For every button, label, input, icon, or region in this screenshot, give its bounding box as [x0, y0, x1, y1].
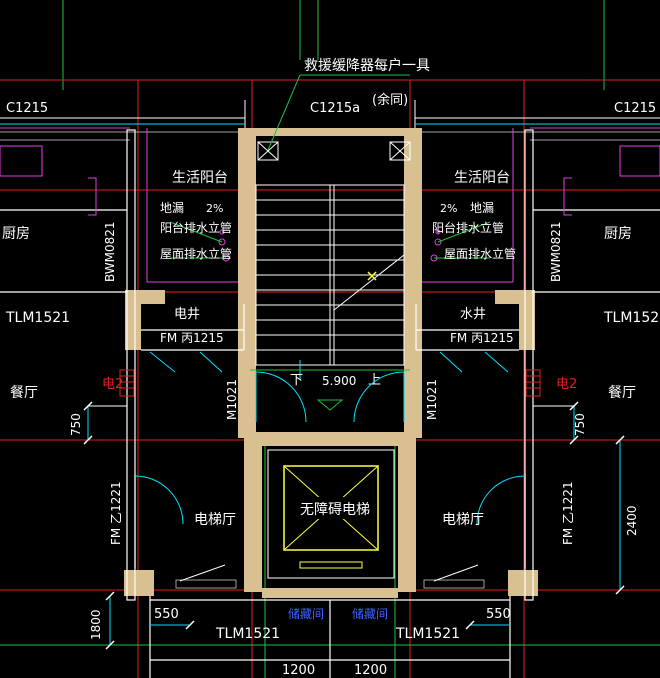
dining-label-left: 餐厅: [10, 385, 38, 401]
window-label-left: C1215: [6, 101, 48, 116]
tlm-bottom-left: TLM1521: [215, 626, 280, 642]
top-dimension-strip: [0, 100, 660, 141]
balcony-label-left: 生活阳台: [172, 170, 228, 186]
fm-label-left: FM 丙1215: [160, 331, 224, 345]
tlm-label-left: TLM1521: [5, 310, 70, 326]
stair-level-label: 5.900: [322, 374, 356, 388]
elec-shaft-label: 电井: [174, 307, 200, 322]
dim-750-right: 750: [573, 413, 587, 436]
drain-label-left: 地漏: [160, 201, 184, 215]
door-m1021-right: M1021: [425, 379, 439, 420]
elevator-label: 无障碍电梯: [300, 502, 370, 518]
stair-down-label: 下: [290, 373, 303, 388]
pipe-balcony-left: 阳台排水立管: [160, 220, 232, 235]
window-label-center: C1215a: [310, 101, 360, 116]
dim-550-left: 550: [154, 607, 179, 622]
stair-treads: [256, 199, 404, 351]
dian2-label-right: 电2: [556, 377, 577, 392]
elevator-hall-right: 电梯厅: [442, 512, 484, 528]
door-m1021-left: M1021: [225, 379, 239, 420]
storage-label-left: 储藏间: [288, 606, 324, 621]
dim-550-right: 550: [486, 607, 511, 622]
dining-label-right: 餐厅: [608, 385, 636, 401]
water-shaft-label: 水井: [460, 307, 486, 322]
storage-walls: [175, 579, 485, 589]
electric-markers: [119, 369, 541, 397]
dim-1200-left: 1200: [282, 663, 315, 678]
window-label-right: C1215: [614, 101, 656, 116]
descender-boxes: [257, 141, 411, 161]
slope-label-right: 2%: [440, 202, 457, 215]
storage-label-right: 储藏间: [352, 606, 388, 621]
fm-yi-right: FM 乙1221: [561, 481, 575, 545]
drain-label-right: 地漏: [470, 201, 494, 215]
walls: [124, 128, 538, 598]
dim-2400: 2400: [625, 505, 639, 536]
dim-750-left: 750: [69, 413, 83, 436]
annotation-same: (余同): [372, 92, 408, 108]
balcony-label-right: 生活阳台: [454, 170, 510, 186]
tlm-bottom-right: TLM1521: [395, 626, 460, 642]
kitchen-label-right: 厨房: [604, 226, 632, 242]
annotation-descender: 救援缓降器每户一具: [304, 57, 430, 74]
kitchen-label-left: 厨房: [2, 226, 30, 242]
pipe-balcony-right: 阳台排水立管: [432, 220, 504, 235]
dian2-label-left: 电2: [102, 377, 123, 392]
annotation-leaders: [169, 74, 491, 259]
door-bwm-left: BWM0821: [103, 221, 117, 282]
dimension-lines: [87, 405, 621, 661]
dim-1800: 1800: [89, 609, 103, 640]
tlm-label-right: TLM1521: [603, 310, 660, 326]
door-bwm-right: BWM0821: [549, 221, 563, 282]
dim-1200-right: 1200: [354, 663, 387, 678]
elevator-hall-left: 电梯厅: [194, 512, 236, 528]
fm-label-right: FM 丙1215: [450, 331, 514, 345]
balcony-boundaries: [0, 127, 660, 283]
elevator-label-bg: [294, 497, 368, 519]
pipe-roof-right: 屋面排水立管: [444, 246, 516, 261]
pipe-roof-left: 屋面排水立管: [160, 246, 232, 261]
fm-yi-left: FM 乙1221: [109, 481, 123, 545]
dimension-ticks: [83, 401, 625, 650]
slope-label-left: 2%: [206, 202, 223, 215]
door-arcs: [134, 351, 526, 582]
stair: [250, 184, 410, 411]
